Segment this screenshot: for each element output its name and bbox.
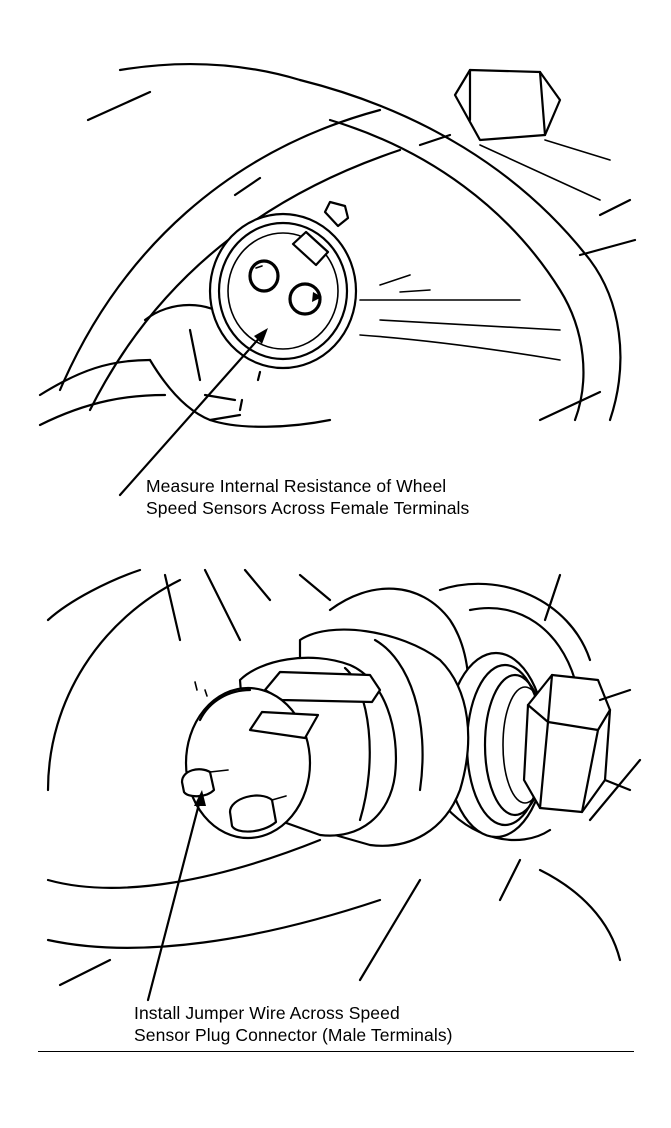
background-lines-lower: [358, 858, 522, 982]
cable-boot-detail: [188, 328, 237, 402]
connector-inner-ring: [217, 221, 349, 361]
hex-nut-facets: [526, 673, 612, 814]
top-caption: Measure Internal Resistance of Wheel Spe…: [146, 475, 469, 519]
female-terminal-1: [248, 259, 280, 293]
background-ticks: [233, 133, 452, 197]
connector-locking-tab: [323, 200, 350, 228]
connector-keyway: [291, 230, 330, 267]
female-terminal-2: [288, 282, 322, 316]
background-line: [578, 238, 637, 257]
connector-face: [227, 232, 339, 350]
top-panel-illustration: [38, 62, 637, 497]
leader-arrow-top: [254, 328, 268, 344]
wheel-arc: [46, 568, 142, 622]
plug-keyway: [248, 710, 320, 740]
male-terminal-1: [180, 768, 216, 798]
male-terminal-2: [228, 794, 278, 833]
bottom-caption: Install Jumper Wire Across Speed Sensor …: [134, 1002, 453, 1046]
sensor-shaft: [598, 688, 632, 792]
top-caption-line2: Speed Sensors Across Female Terminals: [146, 498, 470, 518]
wheel-arc-left: [46, 578, 182, 792]
terminal-2-slot: [312, 292, 322, 302]
edge-marks: [194, 681, 208, 697]
background-ticks: [298, 573, 562, 622]
terminal-pins: [209, 769, 287, 801]
plug-body-ridge: [373, 638, 424, 792]
bolt-flats: [468, 68, 547, 137]
wheel-arc-bottom-2: [46, 898, 382, 949]
cable-boot: [148, 358, 242, 422]
knuckle-edge: [208, 418, 332, 428]
hex-nut: [522, 673, 612, 814]
connector-outer-ring: [208, 212, 358, 370]
bottom-panel-illustration: [46, 568, 642, 1002]
wheel-arc-outer: [58, 108, 382, 392]
background-spokes: [163, 568, 272, 642]
top-caption-line1: Measure Internal Resistance of Wheel: [146, 476, 447, 496]
plug-latch: [263, 670, 382, 704]
bracket-ring-right-inner: [468, 607, 577, 682]
background-line: [538, 390, 602, 422]
housing-arc-right-inner: [328, 118, 585, 422]
cable-lower-edge: [38, 393, 167, 427]
bottom-caption-line1: Install Jumper Wire Across Speed: [134, 1003, 400, 1023]
bottom-divider-rule: [38, 1051, 634, 1052]
bracket-ring-right: [438, 582, 592, 662]
leader-arrow-bottom: [194, 790, 206, 806]
plug-face-rim: [198, 688, 252, 722]
bottom-caption-line2: Sensor Plug Connector (Male Terminals): [134, 1025, 453, 1045]
leader-line-bottom: [146, 798, 202, 1002]
spoke-ticks: [379, 274, 431, 293]
spokes: [359, 299, 561, 361]
background-line: [86, 90, 152, 122]
boot-marks: [238, 370, 262, 412]
leader-line-top: [118, 333, 264, 497]
housing-arc-right: [298, 78, 622, 422]
bolt-shaft: [479, 139, 611, 201]
background-line: [598, 198, 632, 217]
background-line: [588, 758, 642, 822]
background-arc-lower-right: [538, 868, 622, 962]
terminal-1-slot: [255, 265, 263, 269]
wheel-arc-bottom: [46, 838, 322, 889]
cable-upper-edge: [38, 358, 152, 397]
background-arc-top: [118, 62, 302, 82]
background-line: [58, 958, 112, 987]
